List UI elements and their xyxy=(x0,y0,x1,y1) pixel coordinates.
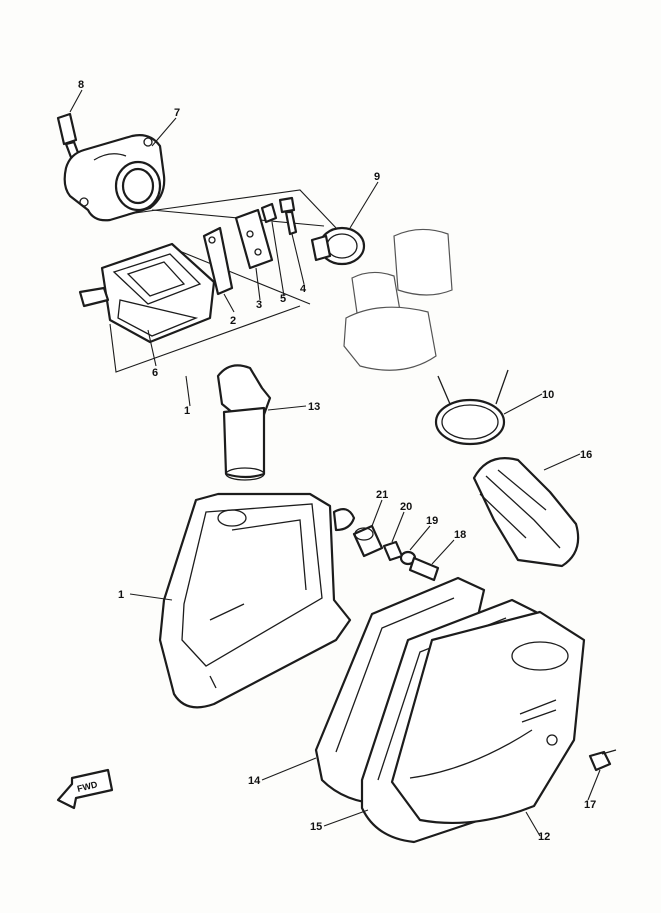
callout-8: 8 xyxy=(78,79,84,91)
callout-15: 15 xyxy=(310,821,322,833)
callout-9: 9 xyxy=(374,171,380,183)
part-screw-17 xyxy=(588,749,617,772)
callout-1-case: 1 xyxy=(118,589,124,601)
part-reed-plate-2 xyxy=(202,226,234,296)
callout-7: 7 xyxy=(174,107,180,119)
callout-20: 20 xyxy=(400,501,412,513)
callout-1-top: 1 xyxy=(184,405,190,417)
fwd-arrow-icon: FWD xyxy=(56,768,114,810)
callout-16: 16 xyxy=(580,449,592,461)
callout-13: 13 xyxy=(308,401,320,413)
part-intake-13 xyxy=(216,364,272,481)
part-collar-20 xyxy=(382,540,404,562)
callout-2: 2 xyxy=(230,315,236,327)
callout-19: 19 xyxy=(426,515,438,527)
part-band-10 xyxy=(434,369,509,446)
part-damper-21 xyxy=(352,524,384,558)
fwd-label: FWD xyxy=(76,779,99,794)
callout-5: 5 xyxy=(280,293,286,305)
callout-17: 17 xyxy=(584,799,596,811)
callout-labels: 8 7 9 2 3 5 4 6 1 13 10 16 21 20 19 18 1… xyxy=(78,79,596,843)
callout-21: 21 xyxy=(376,489,388,501)
callout-6: 6 xyxy=(152,367,158,379)
callout-4: 4 xyxy=(300,283,307,295)
part-screw-4 xyxy=(278,196,298,236)
callout-3: 3 xyxy=(256,299,262,311)
part-duct-16 xyxy=(472,457,580,568)
callout-18: 18 xyxy=(454,529,466,541)
callout-10: 10 xyxy=(542,389,554,401)
part-clamp-9 xyxy=(310,226,366,266)
part-case-1 xyxy=(158,492,356,709)
callout-12: 12 xyxy=(538,831,550,843)
part-reed-valve-6 xyxy=(78,242,216,344)
ghost-carburetor xyxy=(343,228,453,371)
part-cover-12 xyxy=(390,610,586,825)
part-stopper-3 xyxy=(234,208,274,270)
callout-14: 14 xyxy=(248,775,261,787)
part-bolt-18 xyxy=(408,556,440,582)
part-washer-5 xyxy=(260,202,278,224)
leader-lines xyxy=(69,89,601,837)
part-joint-7 xyxy=(63,134,166,222)
